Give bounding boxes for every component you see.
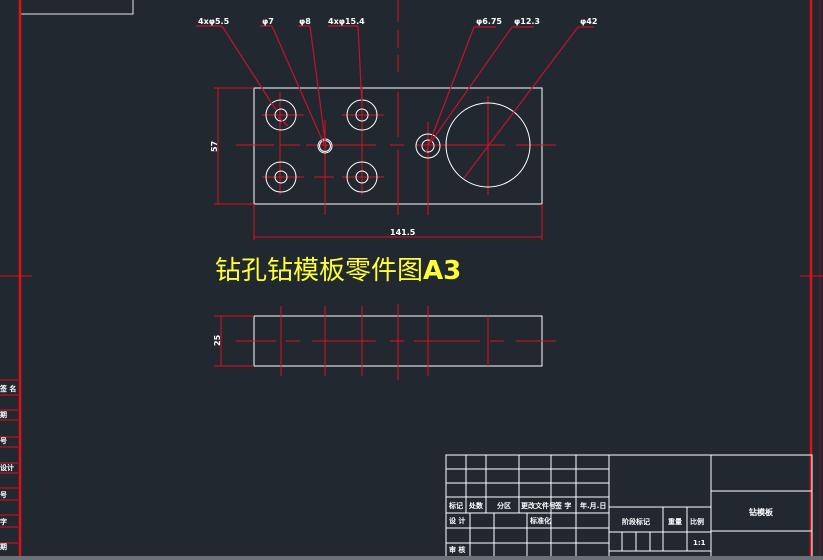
svg-text:分区: 分区	[497, 501, 511, 510]
callout-phi6-75: φ6.75	[476, 17, 502, 26]
left-margin-table	[0, 379, 18, 544]
svg-text:号: 号	[0, 490, 7, 499]
svg-text:更改文件号: 更改文件号	[521, 501, 556, 510]
weight-label: 重量	[668, 517, 682, 526]
left-margin-labels: 签 名 期 号 设计 号 字 期	[0, 384, 16, 551]
callout-phi8: φ8	[299, 17, 311, 26]
callout-4x-phi5-5: 4xφ5.5	[198, 17, 230, 26]
drawing-title-suffix: A3	[423, 256, 462, 286]
standard-label: 标准化	[529, 516, 551, 525]
callout-phi7: φ7	[262, 17, 274, 26]
drawing-title-text: 钻孔钻模板零件图	[215, 256, 424, 286]
title-block-text: 标记 处数 分区 更改文件号 签 字 年.月.日 设 计 标准化 审 核 阶段标…	[448, 501, 774, 554]
hole-42	[445, 102, 531, 188]
drawing-title: 钻孔钻模板零件图A3	[215, 250, 461, 287]
svg-text:标记: 标记	[448, 501, 463, 510]
dim-141-5-text: 141.5	[390, 228, 416, 237]
callout-labels: 4xφ5.5 φ7 φ8 4xφ15.4 φ6.75 φ12.3 φ42	[198, 17, 597, 26]
svg-text:字: 字	[0, 517, 7, 526]
svg-text:年.月.日: 年.月.日	[580, 501, 606, 510]
callout-4x-phi15-4: 4xφ15.4	[328, 17, 365, 26]
part-name: 钻模板	[749, 507, 774, 517]
design-label: 设 计	[449, 516, 465, 525]
hole-12-3	[415, 133, 441, 159]
stage-label: 阶段标记	[622, 517, 650, 526]
hole-counterbore-4	[346, 161, 378, 193]
hole-counterbore-1	[265, 99, 297, 131]
svg-text:签 字: 签 字	[554, 501, 571, 510]
side-view[interactable]: 25	[213, 304, 556, 380]
review-label: 审 核	[449, 545, 465, 554]
svg-text:期: 期	[0, 542, 7, 551]
svg-text:号: 号	[0, 436, 7, 445]
front-view[interactable]: 4xφ5.5 φ7 φ8 4xφ15.4 φ6.75 φ12.3 φ42 57 …	[196, 17, 597, 240]
title-block[interactable]	[445, 454, 813, 560]
svg-text:期: 期	[0, 410, 7, 419]
scale-label: 比例	[690, 517, 704, 526]
dim-57-text: 57	[210, 141, 219, 152]
scale-value: 1:1	[693, 539, 706, 547]
callout-phi42: φ42	[580, 17, 597, 26]
hole-counterbore-3	[265, 161, 297, 193]
bottom-scrollbar[interactable]	[0, 556, 823, 560]
svg-text:签 名: 签 名	[0, 384, 16, 393]
callout-phi12-3: φ12.3	[514, 17, 540, 26]
dim-25-text: 25	[213, 334, 222, 346]
svg-text:处数: 处数	[468, 501, 484, 510]
dim-width-141-5	[253, 204, 543, 240]
dim-height-57	[214, 87, 254, 205]
leader-lines	[196, 25, 594, 179]
svg-text:设计: 设计	[0, 463, 14, 472]
top-left-frame	[19, 0, 134, 15]
